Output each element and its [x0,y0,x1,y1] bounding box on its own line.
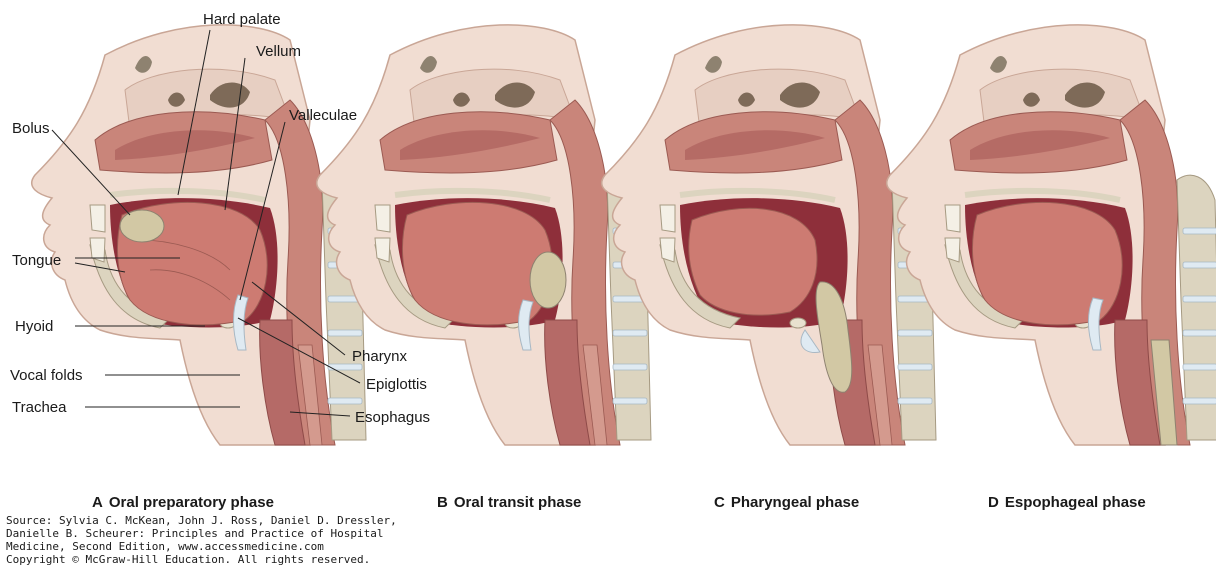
label-esophagus: Esophagus [355,409,430,426]
source-line: Medicine, Second Edition, www.accessmedi… [6,540,426,553]
label-trachea: Trachea [12,399,67,416]
label-tongue: Tongue [12,252,61,269]
label-pharynx: Pharynx [352,348,408,365]
source-line: Copyright © McGraw-Hill Education. All r… [6,553,426,566]
label-vocal-folds: Vocal folds [10,367,83,384]
caption-panel-b: B Oral transit phase [437,494,581,511]
caption-title: Oral preparatory phase [109,494,274,511]
label-epiglottis: Epiglottis [366,376,427,393]
label-hyoid: Hyoid [15,318,53,335]
panel-d-illustration [887,25,1216,445]
caption-title: Espophageal phase [1005,494,1146,511]
label-valleculae: Valleculae [289,107,357,124]
panel-c-illustration [602,25,936,445]
label-bolus: Bolus [12,120,50,137]
caption-letter: B [437,494,448,511]
source-line: Danielle B. Scheurer: Principles and Pra… [6,527,426,540]
bolus-shape [120,210,164,242]
caption-panel-a: A Oral preparatory phase [92,494,274,511]
label-hard-palate: Hard palate [203,11,281,28]
source-credit: Source: Sylvia C. McKean, John J. Ross, … [6,514,426,566]
label-vellum: Vellum [256,43,301,60]
caption-panel-c: C Pharyngeal phase [714,494,859,511]
caption-panel-d: D Espophageal phase [988,494,1146,511]
caption-title: Oral transit phase [454,494,582,511]
caption-letter: C [714,494,725,511]
bolus-shape [530,252,566,308]
caption-letter: D [988,494,999,511]
source-line: Source: Sylvia C. McKean, John J. Ross, … [6,514,426,527]
caption-title: Pharyngeal phase [731,494,859,511]
caption-letter: A [92,494,103,511]
